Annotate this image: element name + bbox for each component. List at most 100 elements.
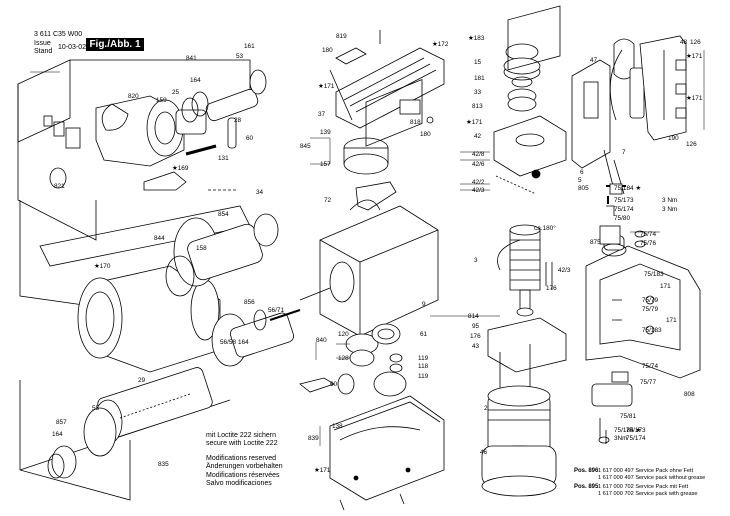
part-label: 75/74 <box>640 231 656 238</box>
part-label: 75/79 <box>642 297 658 304</box>
part-label: 164 <box>190 77 201 84</box>
part-label: 48 <box>680 39 688 46</box>
part-label: 53 <box>236 53 244 60</box>
part-label: 75/174 <box>614 206 634 213</box>
modification-note-de: Änderungen vorbehalten <box>206 463 283 471</box>
tool-holder-group <box>17 59 267 241</box>
part-label: 75/183 <box>644 271 664 278</box>
part-label: 818 <box>410 119 421 126</box>
part-label: 119 <box>418 355 429 362</box>
part-label: 75/173 <box>614 197 634 204</box>
service-pack-895-line1: 1 617 000 702 Service Pack mit Fett <box>598 484 689 490</box>
striker-group <box>19 367 231 501</box>
part-label: 180 <box>322 47 333 54</box>
part-label: 819 <box>336 33 347 40</box>
part-label: 47 <box>590 57 598 64</box>
part-label: 841 <box>186 55 197 62</box>
part-label: 176 <box>470 333 481 340</box>
part-label: 126 <box>690 39 701 46</box>
part-label: 120 <box>338 331 349 338</box>
service-pack-896-line1: 1 617 000 497 Service Pack ohne Fett <box>598 468 694 474</box>
barrel-group <box>19 200 301 373</box>
part-label: ca.180° <box>534 224 556 232</box>
part-label: 180 <box>420 131 431 138</box>
service-pack-896: Pos. 896 1 617 000 497 Service Pack ohne… <box>574 468 705 481</box>
part-label: 138 <box>332 423 343 430</box>
service-pack-896-line2: 1 617 000 497 Service pack without greas… <box>598 474 706 481</box>
part-label: 856 <box>244 299 255 306</box>
part-label: 61 <box>420 331 428 338</box>
issue-label: Issue <box>34 40 51 47</box>
part-label: 75/77 <box>640 379 656 386</box>
part-label: 161 <box>244 43 255 50</box>
part-label: 845 <box>300 143 311 150</box>
part-label: 75/183 <box>642 327 662 334</box>
part-label: 190 <box>668 135 679 142</box>
part-label: 157 <box>320 161 331 168</box>
leader-lines <box>30 50 705 446</box>
part-label: 34 <box>256 189 264 196</box>
part-label: 29 <box>138 377 146 384</box>
part-label: 813 <box>472 103 483 110</box>
part-label: 15 <box>474 59 482 66</box>
handle-switch-group <box>571 35 687 195</box>
part-label: 821 <box>54 183 65 190</box>
part-label: 805 <box>578 185 589 192</box>
issue-date: 10-03-02 <box>58 44 87 51</box>
part-label: 857 <box>56 419 67 426</box>
part-label: 3 <box>474 257 478 264</box>
part-label: ★170 <box>94 263 111 270</box>
loctite-note-de: mit Loctite 222 sichern <box>206 432 277 439</box>
part-label: 33 <box>474 89 482 96</box>
notes-block: mit Loctite 222 sichern secure with Loct… <box>206 432 283 488</box>
part-label: 875 <box>590 239 601 246</box>
part-label: 6 <box>580 169 584 176</box>
part-label: 60 <box>246 135 254 142</box>
part-label: 131 <box>218 155 229 162</box>
part-label: 808 <box>684 391 695 398</box>
part-label: 75/74 <box>642 363 658 370</box>
part-label: 2 <box>484 405 488 412</box>
part-label: 55 <box>92 405 100 412</box>
part-label: 42 <box>474 133 482 140</box>
part-label: 126 <box>686 141 697 148</box>
part-label: 171 <box>660 283 671 290</box>
part-label: 128 <box>338 355 349 362</box>
document-number: 3 611 C35 W00 <box>34 31 83 38</box>
motor-group <box>481 5 567 497</box>
part-label: 854 <box>218 211 229 218</box>
part-label: 9 <box>422 301 426 308</box>
modification-note-en: Modifications reserved <box>206 454 277 462</box>
part-label: 42/8 <box>472 151 485 158</box>
part-label: 75/76 <box>640 240 656 247</box>
service-pack-895-line2: 1 617 000 702 Service pack with grease <box>598 490 698 497</box>
part-label: 814 <box>468 313 479 320</box>
part-label: 95 <box>472 323 480 330</box>
part-label: 75/173 <box>626 427 646 434</box>
part-label: 176 <box>546 285 557 292</box>
part-label: 42/2 <box>472 179 485 186</box>
part-label: 37 <box>318 111 326 118</box>
part-label: ★171 <box>318 83 335 90</box>
part-label: 3Nm <box>614 435 628 442</box>
part-label: 139 <box>320 129 331 136</box>
part-label: 159 <box>156 97 167 104</box>
part-label: 25 <box>172 89 180 96</box>
part-label: 28 <box>234 117 242 124</box>
part-label: 60 <box>330 381 338 388</box>
service-pack-label-895: Pos. 895 <box>574 484 599 490</box>
handle-cover-group <box>329 30 445 129</box>
part-label: 820 <box>128 93 139 100</box>
modification-note-es: Salvo modificaciones <box>206 480 272 488</box>
part-label: 43 <box>472 343 480 350</box>
stand-label: Stand <box>34 48 53 55</box>
part-label: 171 <box>666 317 677 324</box>
part-label: ★171 <box>466 119 483 126</box>
rear-handle-group <box>585 183 701 444</box>
part-label: 835 <box>158 461 169 468</box>
part-label: 119 <box>418 373 429 380</box>
part-label: 75/80 <box>614 215 630 222</box>
part-label: 75/184 ★ <box>614 185 641 192</box>
